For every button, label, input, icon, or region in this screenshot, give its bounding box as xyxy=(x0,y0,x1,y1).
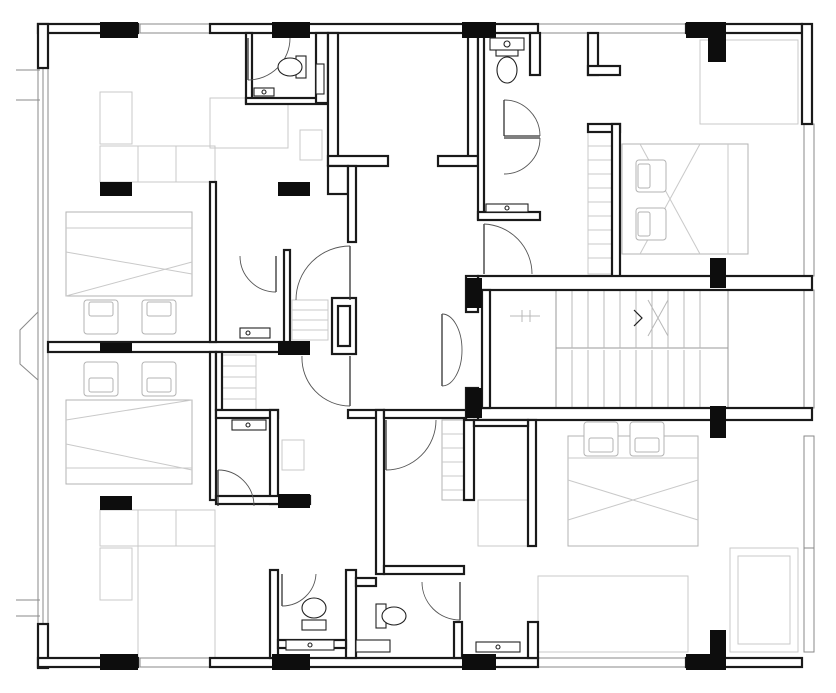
shelf-unit xyxy=(221,354,257,412)
door-swing-icon xyxy=(217,469,255,507)
sink-icon xyxy=(489,37,525,51)
sink-icon xyxy=(239,327,271,339)
doors xyxy=(217,37,541,621)
columns xyxy=(100,22,726,670)
sink-icon xyxy=(253,87,275,97)
sink-icon xyxy=(231,419,267,431)
stair-direction-arrow-icon xyxy=(633,309,643,327)
toilet-icon xyxy=(301,597,327,631)
fixtures xyxy=(231,37,529,653)
wardrobe-upper-right xyxy=(587,131,613,275)
column-icon xyxy=(466,388,482,418)
door-swing-icon xyxy=(421,581,461,621)
column-icon xyxy=(708,30,726,62)
door-swing-icon xyxy=(385,419,437,471)
chair-icon xyxy=(635,159,667,193)
column-icon xyxy=(272,654,310,670)
column-icon xyxy=(278,341,310,355)
window-bottom-left xyxy=(139,657,211,668)
shower-icon xyxy=(355,639,391,653)
chair-icon xyxy=(583,421,619,457)
counter-bottom-left xyxy=(99,509,216,547)
column-icon xyxy=(100,654,138,670)
door-swing-icon xyxy=(503,99,541,137)
window-top-right xyxy=(537,23,687,34)
furniture-layer xyxy=(65,39,799,660)
desk-top-left xyxy=(209,97,289,149)
toilet-icon xyxy=(495,47,519,84)
desk-upper-right xyxy=(699,39,799,125)
column-icon xyxy=(100,343,132,353)
door-swing-icon xyxy=(295,245,351,301)
column-icon xyxy=(100,496,132,510)
wardrobe-bottom-left xyxy=(99,547,133,601)
sink-icon xyxy=(285,639,335,651)
shelf-bottom-left xyxy=(281,439,305,471)
chair-icon xyxy=(141,361,177,397)
shelf-top-left xyxy=(299,129,323,161)
window-right-lower xyxy=(803,435,815,549)
window-top-left xyxy=(139,23,211,34)
column-icon xyxy=(462,654,496,670)
walls xyxy=(36,22,814,670)
desk-lower-right xyxy=(729,547,799,653)
toilet-icon xyxy=(277,55,307,79)
shelf-unit xyxy=(291,299,329,341)
shelf-unit xyxy=(441,419,465,501)
chair-icon xyxy=(635,207,667,241)
column-icon xyxy=(710,258,726,288)
toilet-icon xyxy=(375,603,407,629)
bed-icon xyxy=(65,399,193,485)
column-icon xyxy=(466,278,482,308)
wardrobe-top-left xyxy=(99,91,133,145)
door-swing-icon xyxy=(239,255,277,293)
column-icon xyxy=(710,406,726,438)
window-right-stair xyxy=(803,289,815,409)
column-icon xyxy=(100,182,132,196)
window-bottom-right xyxy=(537,657,687,668)
column-icon xyxy=(462,22,496,38)
column-icon xyxy=(100,22,138,38)
sink-icon xyxy=(485,203,529,213)
chair-icon xyxy=(629,421,665,457)
chair-icon xyxy=(83,299,119,335)
shelf-lower-right xyxy=(477,499,529,547)
counter-top-left xyxy=(99,145,216,183)
chair-icon xyxy=(83,361,119,397)
bay-window-left xyxy=(19,310,39,382)
chair-icon xyxy=(141,299,177,335)
door-swing-icon xyxy=(483,223,533,275)
staircase xyxy=(510,289,729,409)
column-icon xyxy=(272,22,310,38)
door-swing-icon xyxy=(441,313,463,387)
window-right-bottom xyxy=(803,547,815,653)
door-swing-icon xyxy=(503,137,541,175)
table-lower-right xyxy=(537,575,689,653)
sink-icon xyxy=(475,641,521,653)
column-icon xyxy=(278,494,310,508)
bed-icon xyxy=(65,211,193,297)
column-icon xyxy=(278,182,310,196)
column-icon xyxy=(710,630,726,660)
shower-icon xyxy=(315,63,325,95)
window-right-upper xyxy=(803,123,815,277)
door-swing-icon xyxy=(301,355,351,407)
door-swing-icon xyxy=(281,573,317,607)
